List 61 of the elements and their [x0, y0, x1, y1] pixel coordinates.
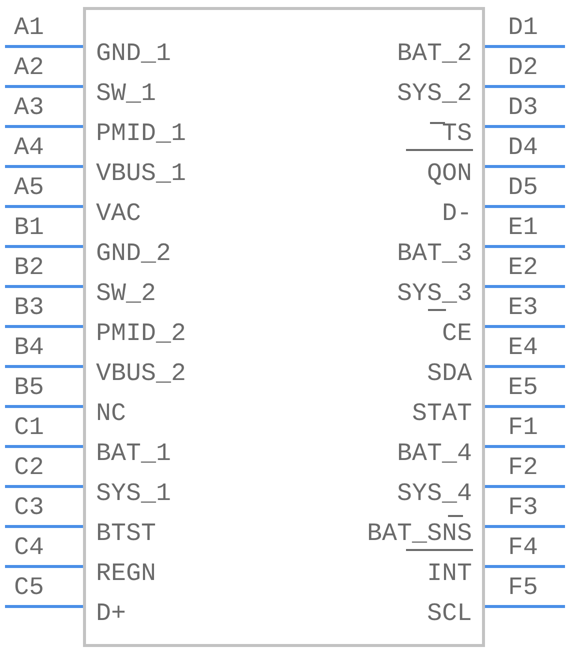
pin-name: BAT_1: [96, 440, 172, 468]
pin-name: BAT_2: [396, 40, 472, 68]
pin-name: D+: [96, 600, 126, 628]
pin-number: A1: [14, 14, 44, 42]
pin-name: GND_1: [96, 40, 172, 68]
pin-number: B2: [14, 254, 44, 282]
ic-body: [83, 7, 485, 647]
pin-number: A3: [14, 94, 44, 122]
pin-name: BAT_4: [396, 440, 472, 468]
pin-name: SYS_2: [396, 80, 472, 108]
pin-name: BAT_3: [396, 240, 472, 268]
pin-number: E5: [508, 374, 538, 402]
pin-number: A5: [14, 174, 44, 202]
pin-number: D3: [508, 94, 538, 122]
pin-number: F5: [508, 574, 538, 602]
pin-name: SYS_3: [396, 280, 472, 308]
pin-name: QON: [426, 160, 472, 188]
pin-number: F4: [508, 534, 538, 562]
pin-number: B1: [14, 214, 44, 242]
pin-number: D2: [508, 54, 538, 82]
pin-number: C1: [14, 414, 44, 442]
pin-name: SDA: [426, 360, 472, 388]
pin-number: C4: [14, 534, 44, 562]
pin-name: SYS_4: [396, 480, 472, 508]
pin-name: INT: [426, 560, 472, 588]
pin-number: F2: [508, 454, 538, 482]
pin-name: TS: [442, 120, 472, 148]
pin-number: C3: [14, 494, 44, 522]
pin-name: SW_2: [96, 280, 156, 308]
pin-name: BTST: [96, 520, 156, 548]
pin-number: D5: [508, 174, 538, 202]
pin-name: PMID_2: [96, 320, 186, 348]
pin-name: PMID_1: [96, 120, 186, 148]
pin-number: F3: [508, 494, 538, 522]
pin-name: STAT: [412, 400, 472, 428]
pin-number: F1: [508, 414, 538, 442]
pin-number: C5: [14, 574, 44, 602]
pin-number: E1: [508, 214, 538, 242]
pin-number: D1: [508, 14, 538, 42]
pin-number: C2: [14, 454, 44, 482]
pin-number: E4: [508, 334, 538, 362]
pin-number: B4: [14, 334, 44, 362]
pin-name: SYS_1: [96, 480, 172, 508]
pin-name: REGN: [96, 560, 156, 588]
pin-name: SCL: [426, 600, 472, 628]
pin-number: B3: [14, 294, 44, 322]
pin-number: A2: [14, 54, 44, 82]
pin-name: NC: [96, 400, 126, 428]
pin-number: D4: [508, 134, 538, 162]
pin-number: A4: [14, 134, 44, 162]
pin-number: B5: [14, 374, 44, 402]
pin-name: VAC: [96, 200, 142, 228]
pin-name: VBUS_2: [96, 360, 186, 388]
pin-name: CE: [442, 320, 472, 348]
pin-name: BAT_SNS: [366, 520, 472, 548]
pin-name: D-: [442, 200, 472, 228]
pin-number: E2: [508, 254, 538, 282]
pin-number: E3: [508, 294, 538, 322]
pin-name: GND_2: [96, 240, 172, 268]
pin-name: SW_1: [96, 80, 156, 108]
pin-name: VBUS_1: [96, 160, 186, 188]
